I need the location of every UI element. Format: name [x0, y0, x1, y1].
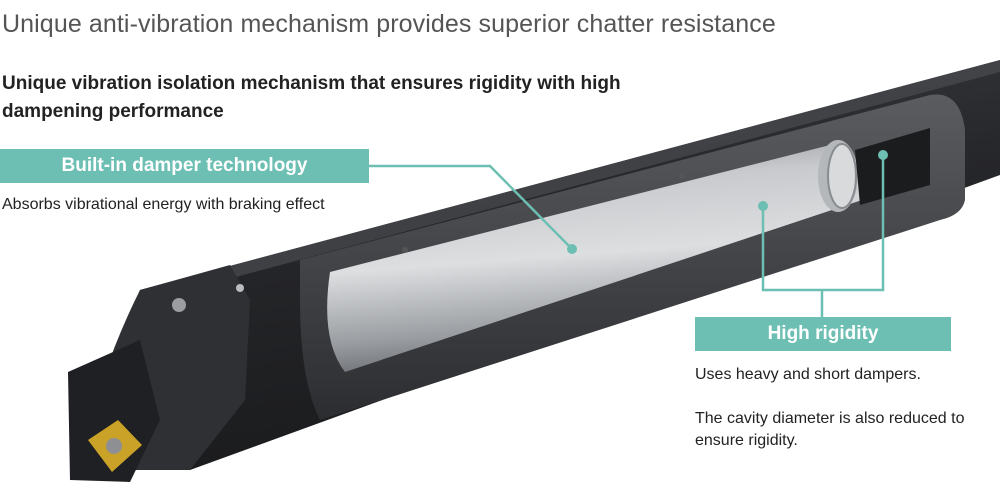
page-subtitle: Unique vibration isolation mechanism tha…: [2, 73, 621, 122]
damper-rod: [855, 128, 930, 205]
rigidity-description-2: The cavity diameter is also reduced to e…: [695, 410, 965, 449]
cutting-insert: [88, 420, 142, 472]
screw-head: [236, 284, 244, 292]
damper-description: Absorbs vibrational energy with braking …: [2, 196, 325, 213]
damper-cylinder: [327, 140, 863, 372]
callout-lines: [369, 155, 885, 317]
rigidity-description-1: Uses heavy and short dampers.: [695, 366, 921, 383]
rigidity-label: High rigidity: [695, 317, 951, 351]
callout-dots: [567, 150, 888, 254]
damper-label: Built-in damper technology: [0, 149, 369, 183]
page-title: Unique anti-vibration mechanism provides…: [2, 10, 776, 38]
screw-head: [172, 298, 186, 312]
